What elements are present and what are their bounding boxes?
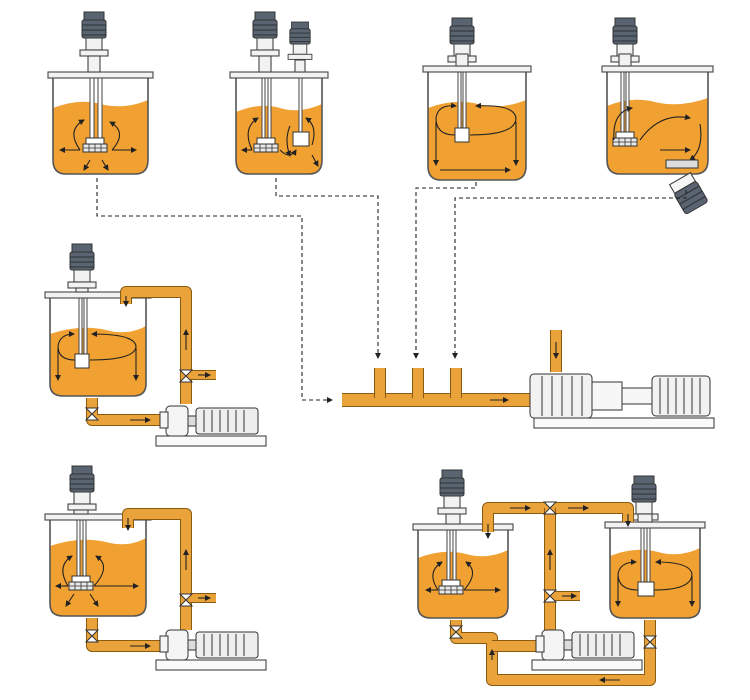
transfer-pump bbox=[531, 629, 643, 671]
two-tank-system bbox=[412, 469, 706, 686]
tank-1-motor bbox=[79, 11, 109, 57]
tank-4-bottom-motor bbox=[668, 171, 708, 215]
tank-1 bbox=[47, 11, 154, 175]
tank-3 bbox=[422, 17, 532, 181]
manifold-inline-mixer bbox=[342, 330, 715, 429]
tank-2-motor-aux bbox=[287, 21, 313, 60]
tank-2-motor-main bbox=[250, 11, 280, 57]
recirculation-system-1 bbox=[44, 243, 267, 447]
tank-2 bbox=[229, 11, 329, 175]
recirc-pump-2 bbox=[155, 629, 267, 671]
recirculation-system-2 bbox=[44, 465, 267, 671]
dashed-connectors bbox=[96, 178, 687, 403]
tank-4 bbox=[601, 17, 714, 215]
recirc-pump-1 bbox=[155, 405, 267, 447]
